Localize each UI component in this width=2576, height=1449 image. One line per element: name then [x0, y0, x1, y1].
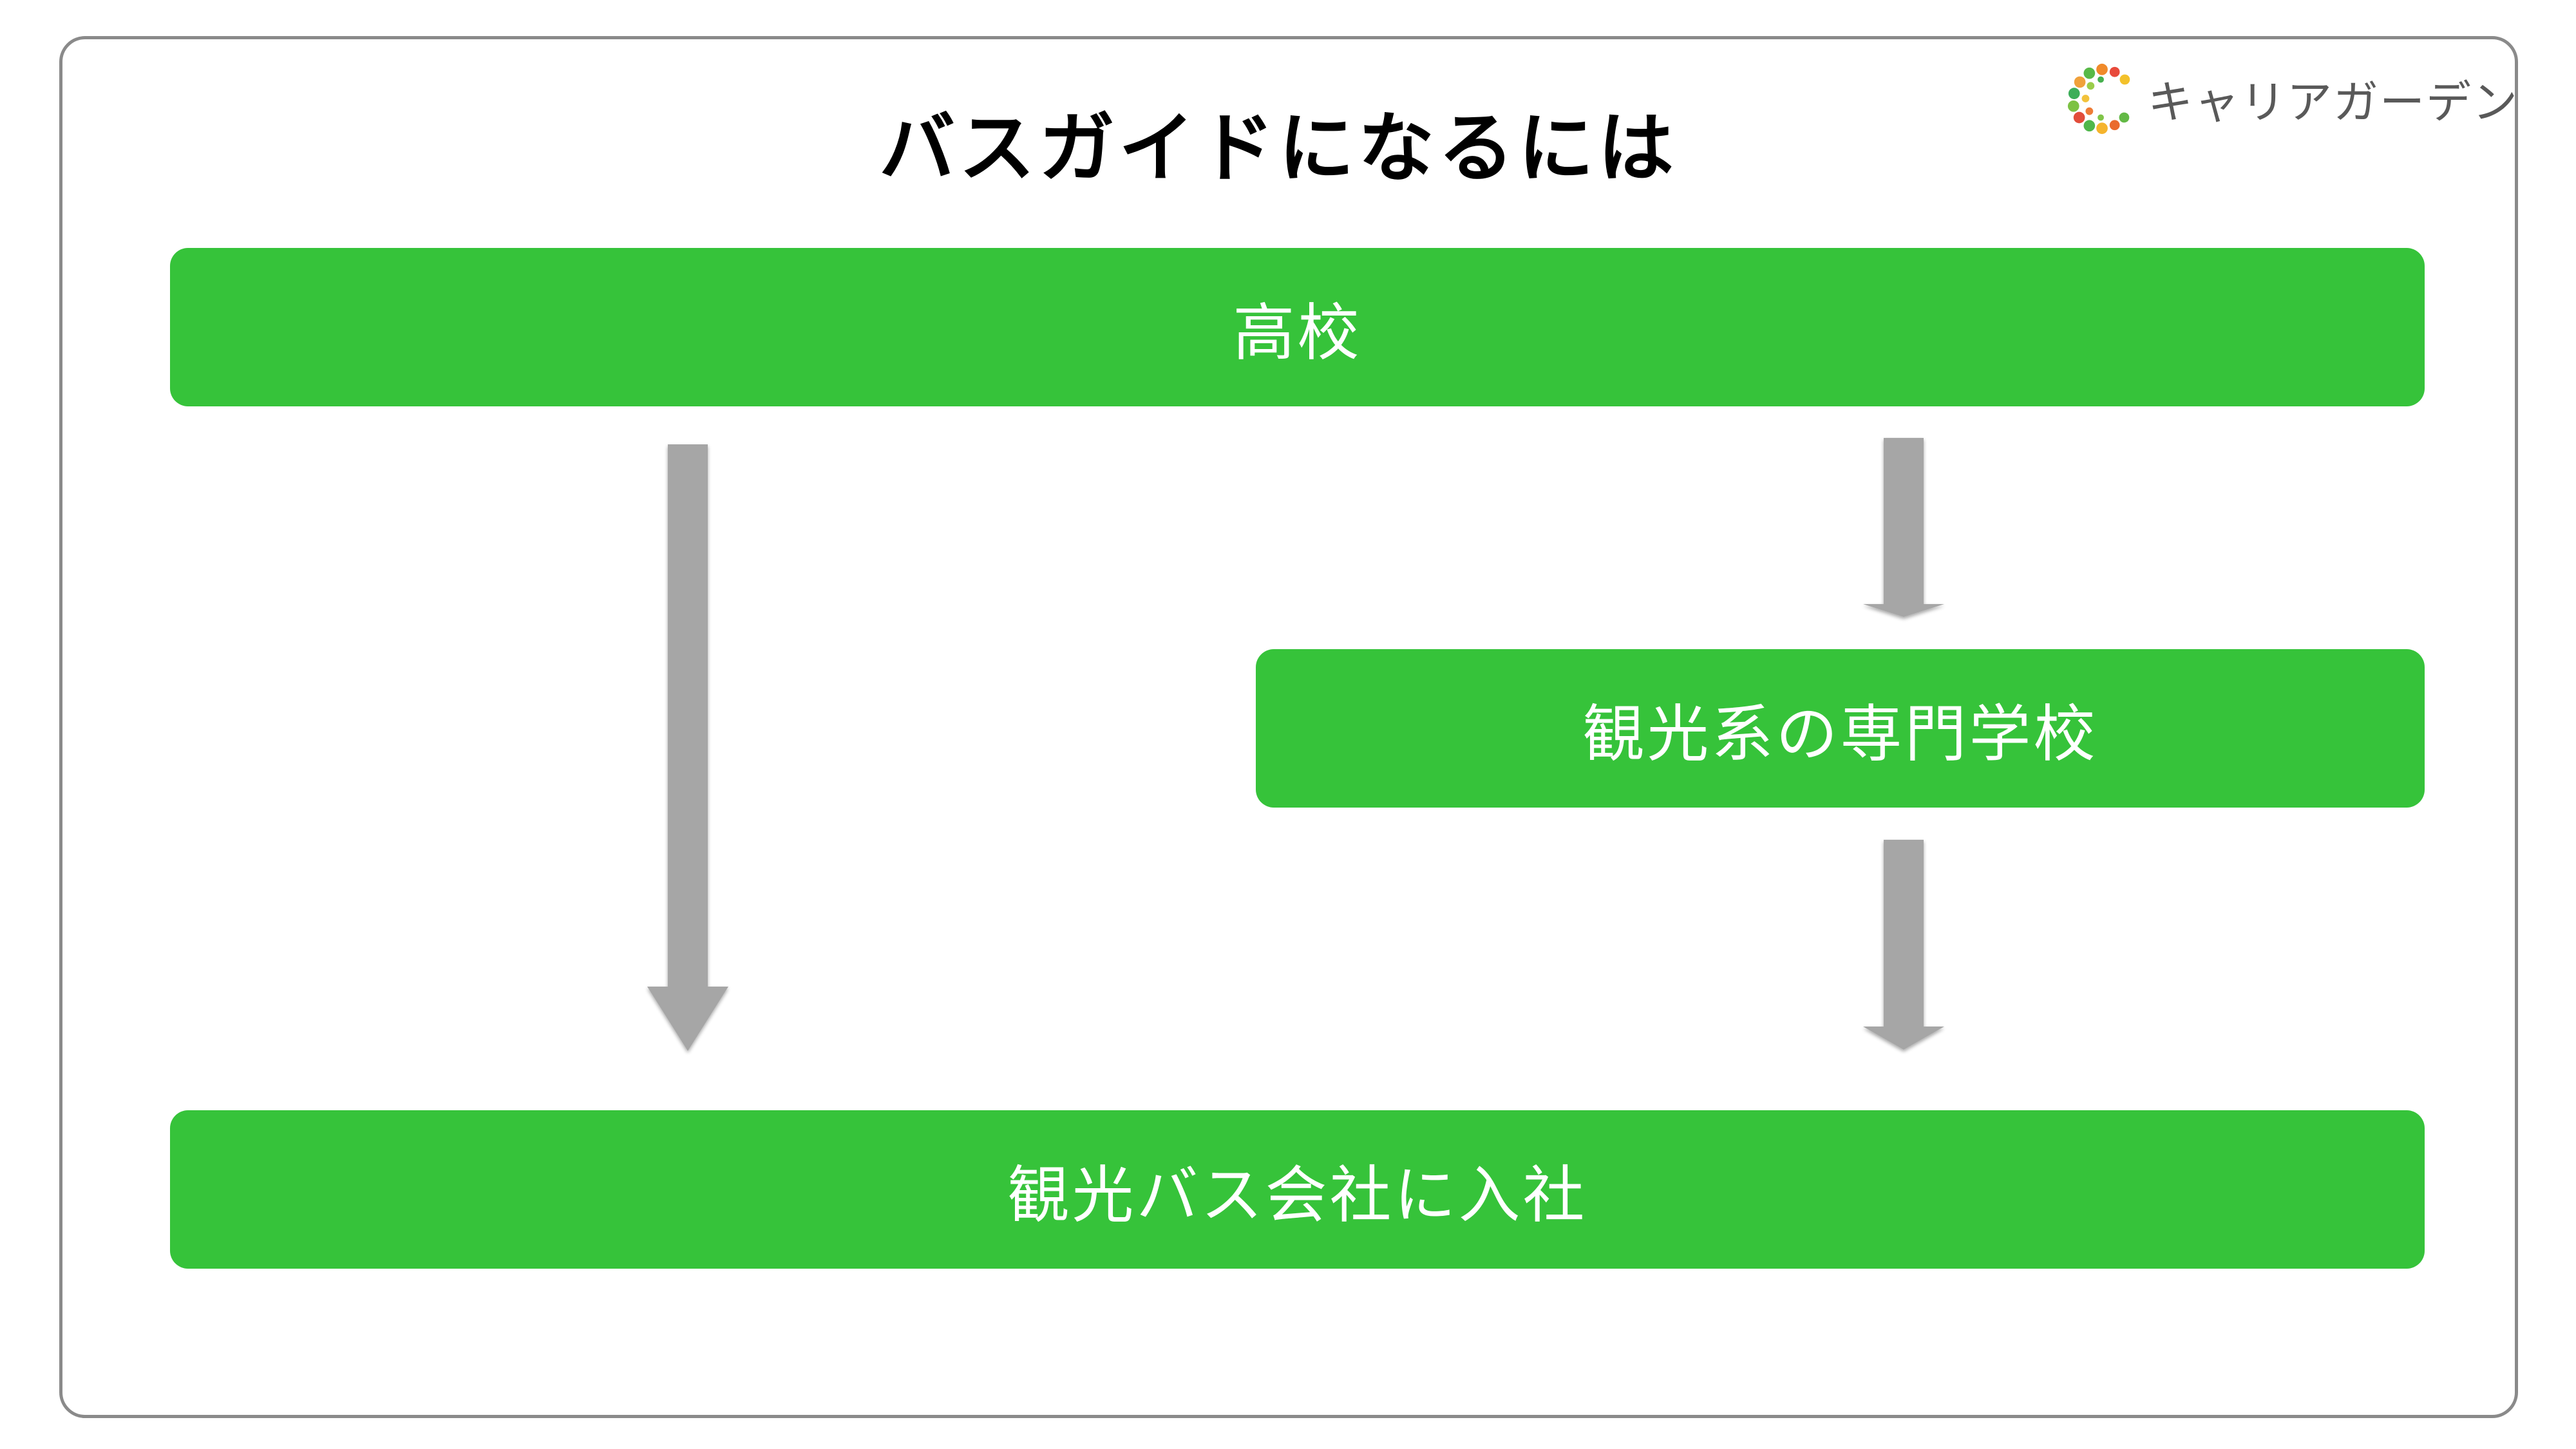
node-senmon-school: 観光系の専門学校	[1256, 649, 2425, 808]
c-leaf-logo-icon	[2067, 63, 2130, 135]
node-high-school: 高校	[170, 248, 2425, 406]
logo-text: キャリアガーデン	[2148, 75, 2519, 129]
node-senmon-school-label: 観光系の専門学校	[1582, 697, 2098, 770]
node-company: 観光バス会社に入社	[170, 1110, 2425, 1269]
arrow-high-school-to-company	[647, 444, 728, 1051]
logo: キャリアガーデン	[2064, 57, 2519, 140]
node-high-school-label: 高校	[1233, 296, 1362, 369]
node-company-label: 観光バス会社に入社	[1007, 1159, 1587, 1231]
page-title: バスガイドになるには	[878, 104, 1678, 193]
arrow-senmon-to-company	[1863, 840, 1944, 1050]
arrow-high-school-to-senmon	[1863, 438, 1944, 617]
